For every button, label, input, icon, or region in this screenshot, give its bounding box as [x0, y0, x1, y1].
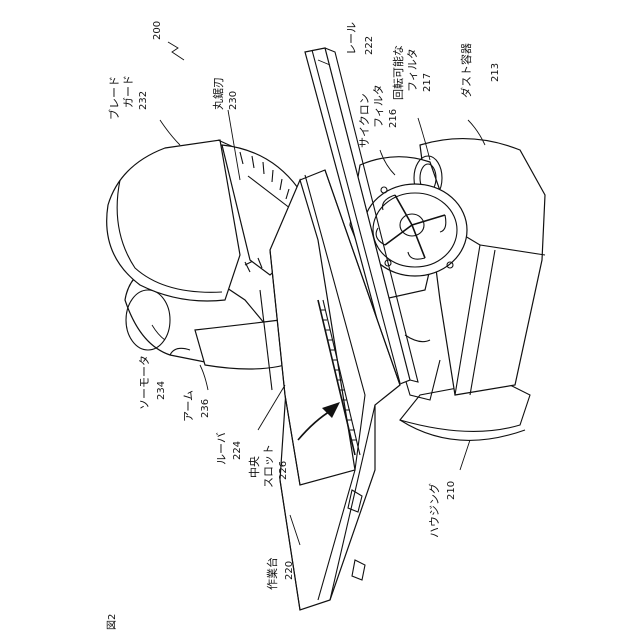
ref-blade-guard: 232: [138, 91, 149, 110]
label-rail: レール: [345, 22, 358, 55]
ref-rail: 222: [364, 36, 375, 55]
ref-dust-container: 213: [490, 63, 501, 82]
housing-base-curve: [400, 420, 525, 440]
ref-worktable: 220: [284, 561, 295, 580]
label-dust-container: ダスト容器: [459, 43, 473, 98]
label-center-slot-line2: スロット: [262, 444, 275, 488]
callout-rotatable-filter: 回転可能な フィルタ 217: [391, 45, 433, 100]
ref-center-slot: 226: [278, 461, 289, 480]
callout-dust-container: ダスト容器 213: [459, 43, 501, 98]
callout-housing: ハウジング 210: [427, 481, 457, 538]
label-cyclone-line1: サイクロン: [358, 93, 371, 148]
callout-arm: アーム 236: [182, 390, 211, 422]
callout-saw-motor: ソーモータ 234: [138, 355, 167, 410]
ref-circular-saw: 230: [228, 91, 239, 110]
label-worktable: 作業台: [265, 557, 279, 590]
label-center-slot-line1: 中央: [248, 456, 261, 478]
label-louver: ルーバ: [215, 432, 228, 465]
callout-louver: ルーバ 224: [215, 432, 243, 465]
ref-arm: 236: [200, 399, 211, 418]
figure-number: 図2: [106, 614, 118, 630]
label-blade-guard-line1: ブレード: [107, 76, 121, 120]
label-rotatable-line1: 回転可能な: [391, 45, 405, 100]
label-arm: アーム: [182, 390, 195, 422]
housing-pipe: [405, 335, 430, 342]
ref-saw-motor: 234: [156, 381, 167, 400]
figure-ref-number: 200: [152, 21, 163, 40]
label-cyclone-line2: フィルタ: [372, 84, 385, 128]
ref-cyclone: 216: [388, 109, 399, 128]
label-saw-motor: ソーモータ: [138, 355, 151, 410]
label-blade-guard-line2: ガード: [122, 75, 135, 108]
callout-rail: レール 222: [345, 22, 375, 55]
ref-louver: 224: [232, 441, 243, 460]
callout-circular-saw: 丸鋸刃 230: [211, 77, 239, 110]
machine-drawing: [107, 42, 545, 610]
label-circular-saw: 丸鋸刃: [211, 77, 225, 110]
ref-housing: 210: [446, 481, 457, 500]
callout-worktable: 作業台 220: [265, 557, 295, 590]
callout-blade-guard: ブレード ガード 232: [107, 75, 149, 120]
label-rotatable-line2: フィルタ: [406, 48, 419, 92]
label-housing: ハウジング: [427, 483, 441, 538]
ref-rotatable: 217: [422, 73, 433, 92]
